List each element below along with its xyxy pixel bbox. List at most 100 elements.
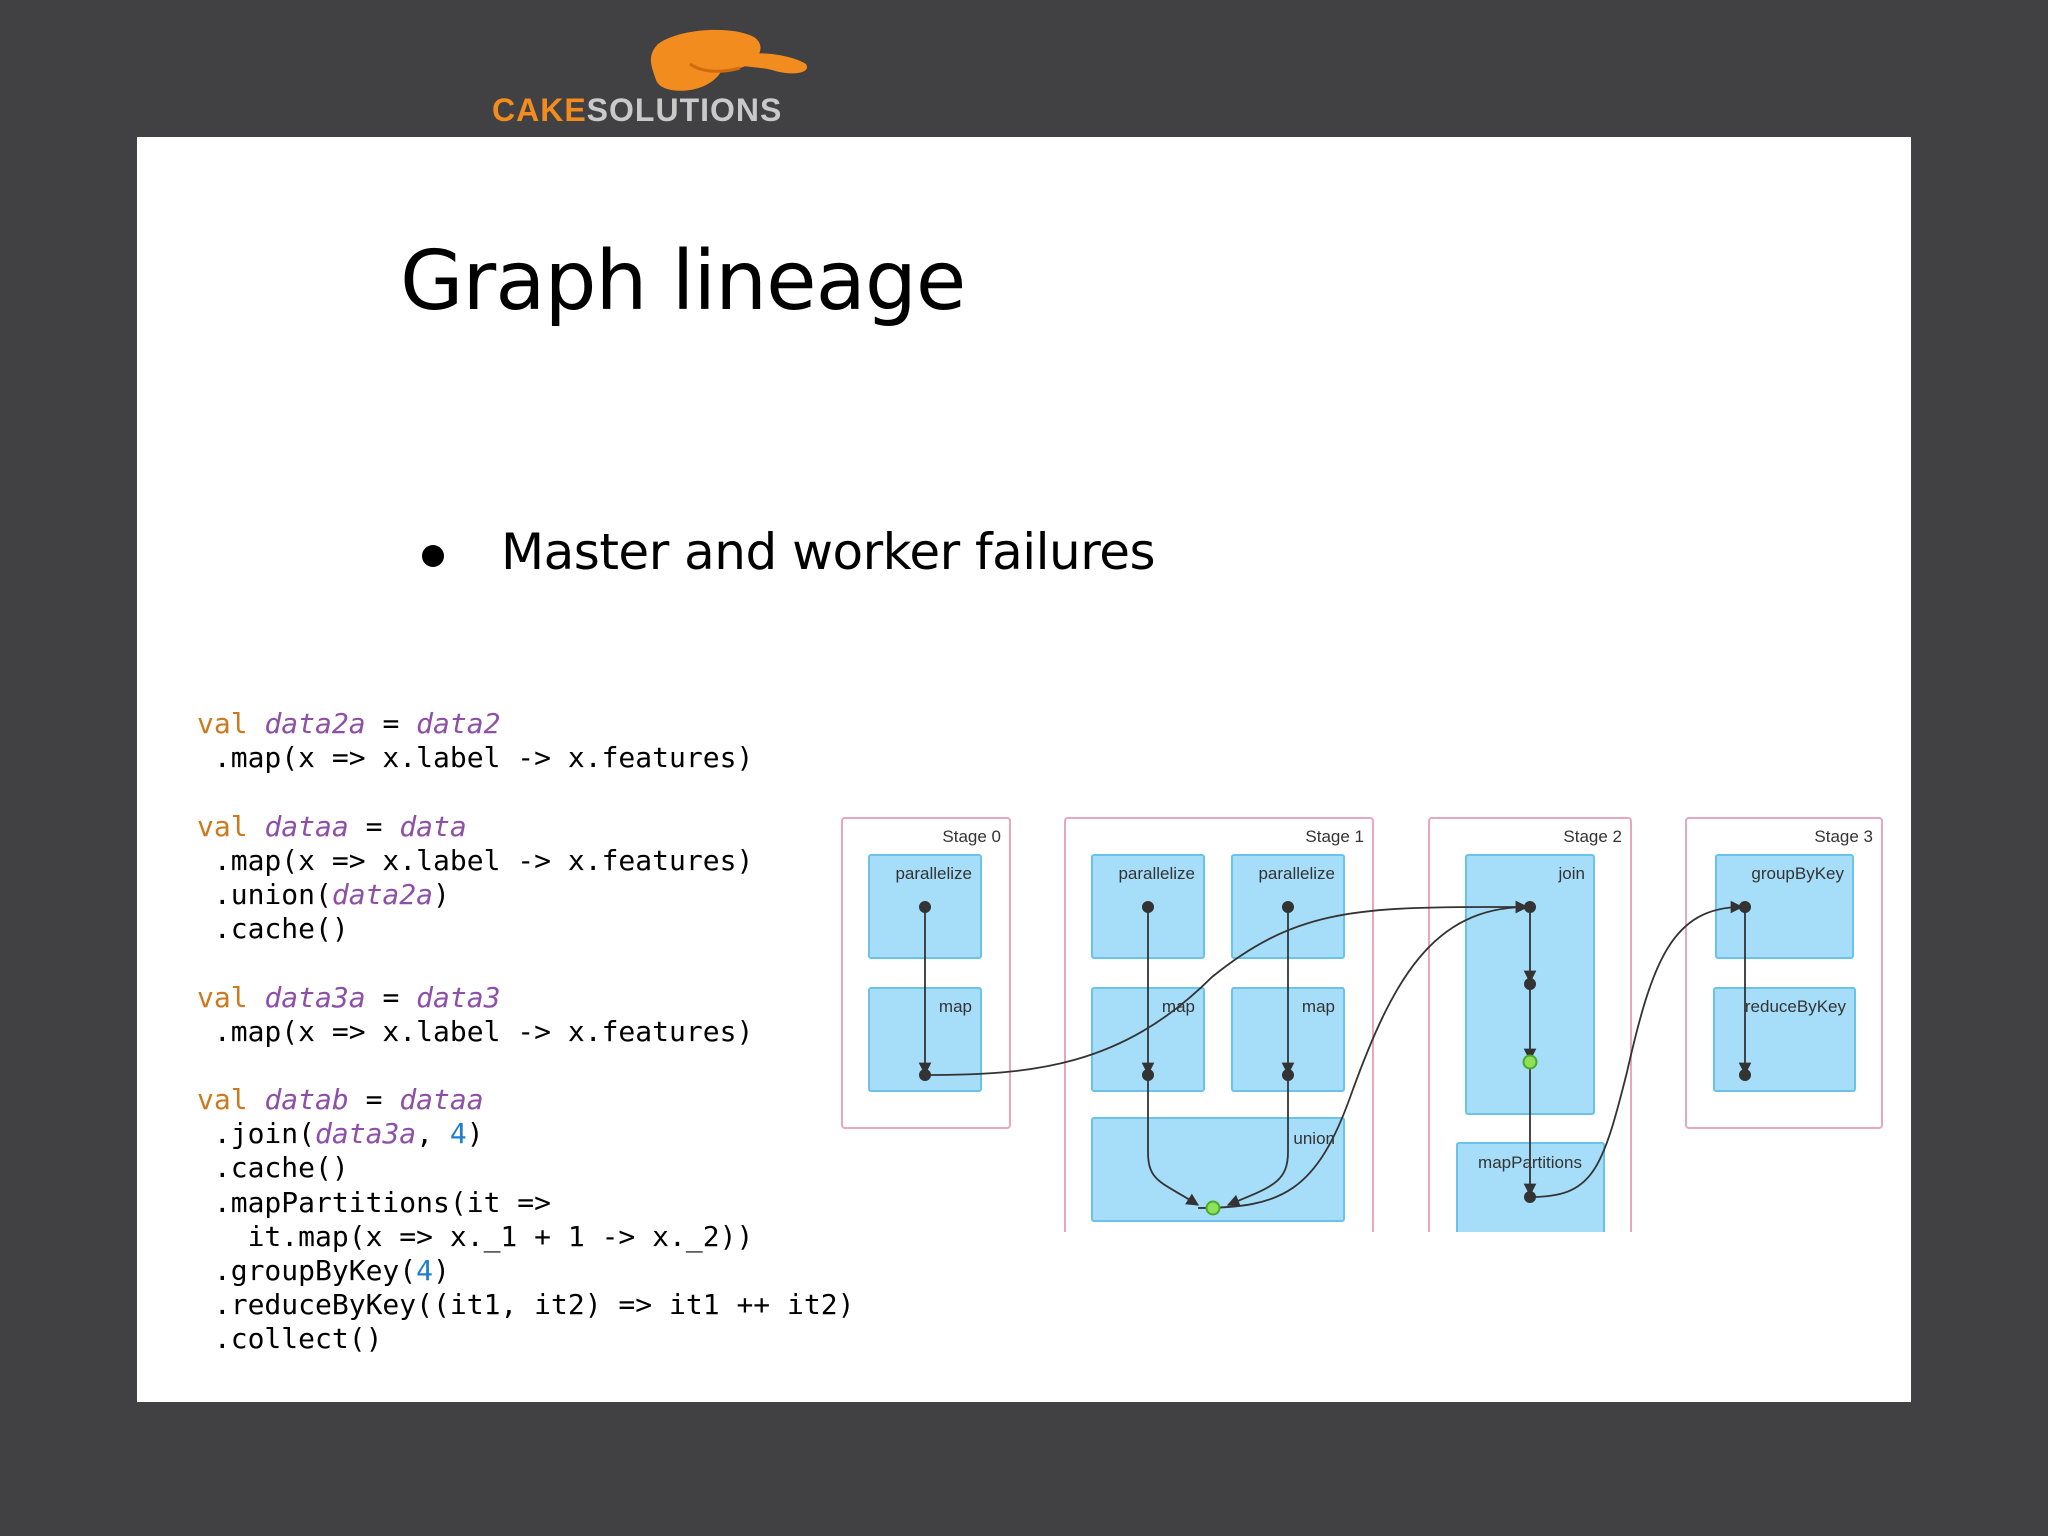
code-keyword: val	[197, 1083, 265, 1117]
logo-word-solutions: SOLUTIONS	[586, 92, 783, 128]
code-line: .cache()	[197, 912, 854, 946]
code-text: =	[348, 1083, 400, 1117]
node-s0-map	[919, 1069, 931, 1081]
code-line: .join(data3a, 4)	[197, 1117, 854, 1151]
code-text: .groupByKey(	[197, 1254, 417, 1287]
code-variable: data3	[416, 980, 501, 1014]
stage-0-box	[841, 817, 1011, 1129]
op-parallelize-s0-label: parallelize	[895, 864, 972, 883]
cake-solutions-logo	[490, 24, 820, 128]
code-text: .cache()	[197, 1151, 349, 1185]
op-groupbykey-s3	[1715, 854, 1854, 959]
node-s2-join-1	[1524, 901, 1536, 913]
code-text: =	[365, 707, 417, 740]
code-text: .map(x => x.label -> x.features)	[197, 1014, 754, 1048]
edge-s1-map-b-union	[1226, 1075, 1289, 1207]
code-variable: data2a	[264, 707, 366, 740]
node-s2-join-3	[1522, 1054, 1538, 1070]
code-text: )	[433, 877, 450, 911]
code-variable: data2	[416, 707, 501, 740]
code-text: =	[348, 809, 400, 843]
slide-title: Graph lineage	[400, 234, 966, 329]
dag-visualization: Stage 0 parallelize map Stage 1 parallel…	[841, 817, 1883, 1232]
code-text: .reduceByKey((it1, it2) => it1 ++ it2)	[197, 1288, 855, 1322]
code-variable: data3a	[315, 1117, 417, 1151]
node-s3-reducebykey	[1739, 1069, 1751, 1081]
code-line: .map(x => x.label -> x.features)	[197, 844, 854, 878]
op-join-s2-label: join	[1558, 864, 1585, 883]
edge-union-to-join	[1197, 900, 1529, 1209]
op-map-s0-label: map	[939, 997, 972, 1016]
node-s1-union	[1205, 1200, 1221, 1216]
code-variable: datab	[264, 1083, 349, 1117]
code-text: .union(	[197, 877, 332, 911]
code-variable: data	[399, 809, 467, 843]
op-map-s1b-label: map	[1302, 997, 1335, 1016]
logo-wordmark: CAKESOLUTIONS	[492, 92, 782, 128]
dag-nodes	[919, 901, 1751, 1216]
code-line: .map(x => x.label -> x.features)	[197, 1015, 854, 1049]
code-line: val data3a = data3	[197, 981, 854, 1015]
code-text: .cache()	[197, 912, 349, 946]
edge-mappartitions-to-groupbykey	[1529, 900, 1744, 1198]
node-s1-parallelize-a	[1142, 901, 1154, 913]
node-s2-join-2	[1524, 978, 1536, 990]
code-line	[197, 946, 854, 980]
code-line: .mapPartitions(it =>	[197, 1186, 854, 1220]
code-text: .join(	[197, 1117, 316, 1151]
logo-word-cake: CAKE	[492, 92, 587, 128]
stage-3-box	[1685, 817, 1883, 1129]
bullet-item: Master and worker failures	[501, 523, 1156, 581]
code-line	[197, 775, 854, 809]
code-text: .map(x => x.label -> x.features)	[197, 843, 754, 877]
code-line	[197, 1049, 854, 1083]
stage-1-label: Stage 1	[1305, 827, 1364, 846]
node-s0-parallelize	[919, 901, 931, 913]
code-number: 4	[449, 1117, 467, 1151]
code-line: .reduceByKey((it1, it2) => it1 ++ it2)	[197, 1288, 855, 1322]
code-line: .map(x => x.label -> x.features)	[197, 741, 854, 775]
edge-s0-map-to-join	[924, 900, 1529, 1076]
code-text: =	[365, 980, 417, 1014]
code-text: .map(x => x.label -> x.features)	[197, 741, 754, 775]
code-line: .collect()	[197, 1322, 854, 1356]
code-line: val dataa = data	[197, 810, 854, 844]
code-line: .groupByKey(4)	[197, 1254, 854, 1288]
code-keyword: val	[197, 707, 265, 740]
op-parallelize-s1a-label: parallelize	[1118, 864, 1195, 883]
code-variable: data3a	[264, 980, 366, 1014]
stage-3-label: Stage 3	[1814, 827, 1873, 846]
code-line: val datab = dataa	[197, 1083, 854, 1117]
op-groupbykey-s3-label: groupByKey	[1751, 864, 1844, 883]
code-line: .union(data2a)	[197, 878, 854, 912]
code-variable: dataa	[399, 1083, 484, 1117]
stage-2-label: Stage 2	[1563, 827, 1622, 846]
bullet-marker	[422, 545, 444, 567]
code-variable: data2a	[331, 877, 434, 911]
code-keyword: val	[197, 980, 265, 1014]
code-text: it.map(x => x._1 + 1 -> x._2))	[197, 1219, 754, 1253]
node-s1-map-a	[1142, 1069, 1154, 1081]
op-reducebykey-s3-label: reduceByKey	[1745, 997, 1847, 1016]
code-line: val data2a = data2	[197, 707, 854, 741]
code-text: )	[433, 1254, 450, 1287]
code-text: .collect()	[197, 1322, 383, 1356]
code-snippet: val data2a = data2 .map(x => x.label -> …	[197, 707, 854, 1357]
code-text: ,	[416, 1117, 450, 1151]
slide-canvas: Graph lineage Master and worker failures…	[137, 137, 1911, 1402]
node-s1-parallelize-b	[1282, 901, 1294, 913]
op-union-s1-label: union	[1293, 1129, 1335, 1148]
node-s1-map-b	[1282, 1069, 1294, 1081]
code-keyword: val	[197, 809, 265, 843]
code-line: .cache()	[197, 1151, 854, 1185]
code-variable: dataa	[264, 809, 349, 843]
dag-edges	[918, 900, 1752, 1209]
cake-logo-mark-icon	[650, 29, 808, 91]
stage-0-label: Stage 0	[942, 827, 1001, 846]
node-s3-groupbykey	[1739, 901, 1751, 913]
edge-s1-map-a-union	[1147, 1075, 1200, 1206]
node-s2-mappartitions	[1524, 1191, 1536, 1203]
code-line: it.map(x => x._1 + 1 -> x._2))	[197, 1220, 854, 1254]
code-number: 4	[416, 1254, 434, 1287]
code-text: )	[466, 1117, 484, 1151]
